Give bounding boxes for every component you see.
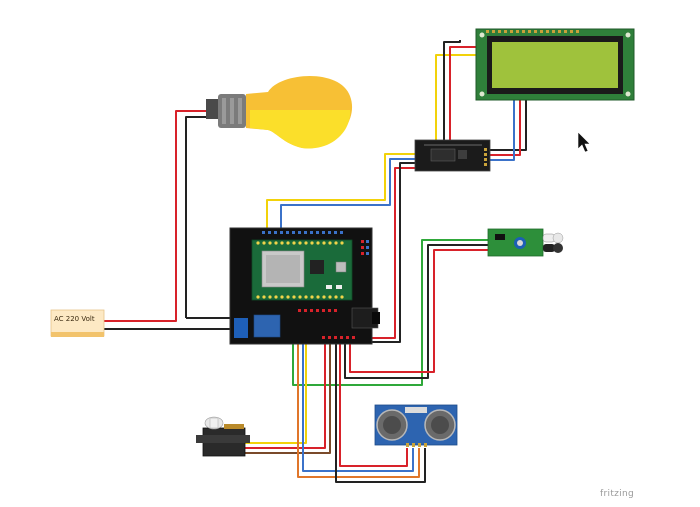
wire-us-blue <box>302 316 414 472</box>
wire-board-i2c-red <box>355 167 416 339</box>
servo-motor <box>196 416 250 457</box>
wire-servo-red <box>245 342 326 449</box>
wire-board-i2c-black <box>360 162 416 343</box>
wire-us-red <box>339 342 408 467</box>
wire-i2c-lcd-red2 <box>449 46 482 141</box>
light-bulb <box>206 76 353 149</box>
i2c-module <box>414 139 491 172</box>
wire-i2c-lcd-yellow <box>435 54 482 141</box>
ir-sensor <box>487 228 564 257</box>
expansion-shield <box>229 227 380 345</box>
wire-ir-green <box>292 239 490 386</box>
wire-ac-black-bulb <box>185 116 210 318</box>
wire-us-orange <box>297 316 420 478</box>
wire-board-blue-i2c <box>280 158 416 232</box>
ultrasonic-sensor <box>374 404 458 447</box>
lcd-header-pins <box>486 30 579 33</box>
wire-ir-red <box>349 249 490 373</box>
lcd-display <box>475 28 635 101</box>
wires <box>104 39 527 483</box>
wire-board-yellow-i2c <box>266 153 416 232</box>
ac-power-label: AC 220 Volt <box>54 315 95 323</box>
wire-servo-brown <box>245 342 331 454</box>
wire-i2c-lcd-black2 <box>443 40 461 141</box>
mouse-cursor-icon <box>577 131 591 153</box>
wire-ac-red <box>104 110 210 322</box>
shield-top-pins <box>262 231 343 234</box>
wire-ir-black <box>344 244 490 379</box>
fritzing-watermark: fritzing <box>600 489 634 499</box>
wire-us-black <box>335 342 426 483</box>
ac-power-source <box>50 309 105 337</box>
